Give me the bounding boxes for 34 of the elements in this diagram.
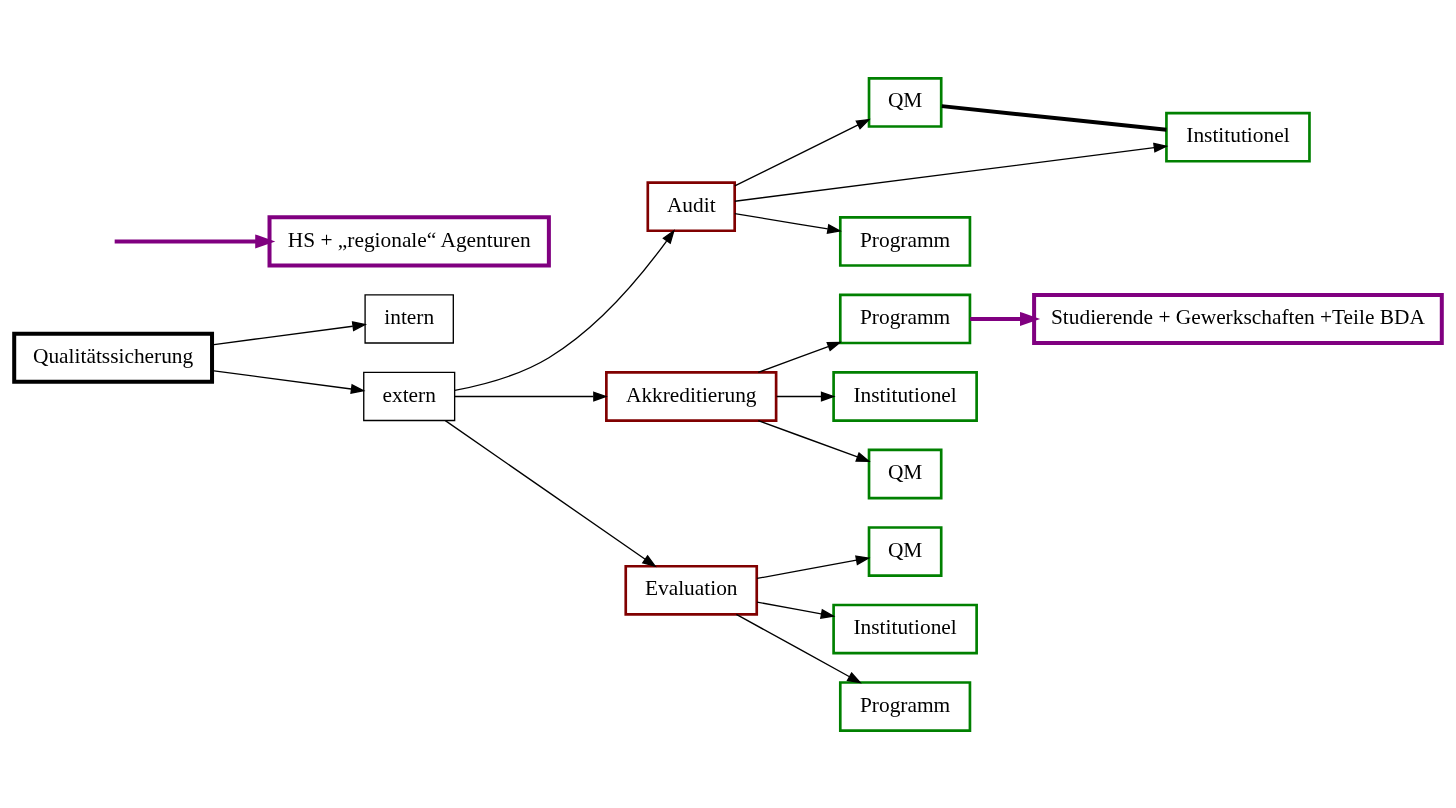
arrow xyxy=(114,233,276,248)
arrow xyxy=(211,320,368,345)
node-box: QM xyxy=(867,448,943,499)
arrow xyxy=(444,419,657,567)
arrow xyxy=(454,228,675,391)
arrow xyxy=(757,341,842,373)
node-box: QM xyxy=(867,76,943,128)
node-box: Audit xyxy=(646,180,736,232)
node-box: Institutionel xyxy=(1165,111,1311,163)
node-box: Studierende + Gewerkschaften +Teile BDA xyxy=(1032,292,1444,345)
arrow xyxy=(734,212,842,234)
arrow xyxy=(776,390,836,402)
node-box: Programm xyxy=(838,215,972,267)
node-box: HS + „regionale“ Agenturen xyxy=(267,214,551,267)
node-box: extern xyxy=(363,371,456,421)
node-box: Evaluation xyxy=(624,564,759,616)
arrow xyxy=(735,613,862,683)
arrow xyxy=(454,390,608,402)
arrow xyxy=(970,311,1041,326)
arrow xyxy=(734,118,871,186)
arrow xyxy=(734,142,1169,202)
node-box: intern xyxy=(364,293,454,344)
arrow xyxy=(756,554,871,579)
node-box: Akkreditierung xyxy=(605,370,778,422)
node-box: Programm xyxy=(838,293,972,344)
arrow xyxy=(757,419,871,462)
node-box: QM xyxy=(867,525,943,577)
node-box: Qualitätssicherung xyxy=(12,331,215,384)
node-box: Institutionel xyxy=(832,603,978,654)
node-box: Programm xyxy=(838,680,972,732)
connector xyxy=(941,103,1167,132)
node-box: Institutionel xyxy=(832,370,978,422)
arrow xyxy=(756,600,836,619)
arrow xyxy=(211,369,366,394)
